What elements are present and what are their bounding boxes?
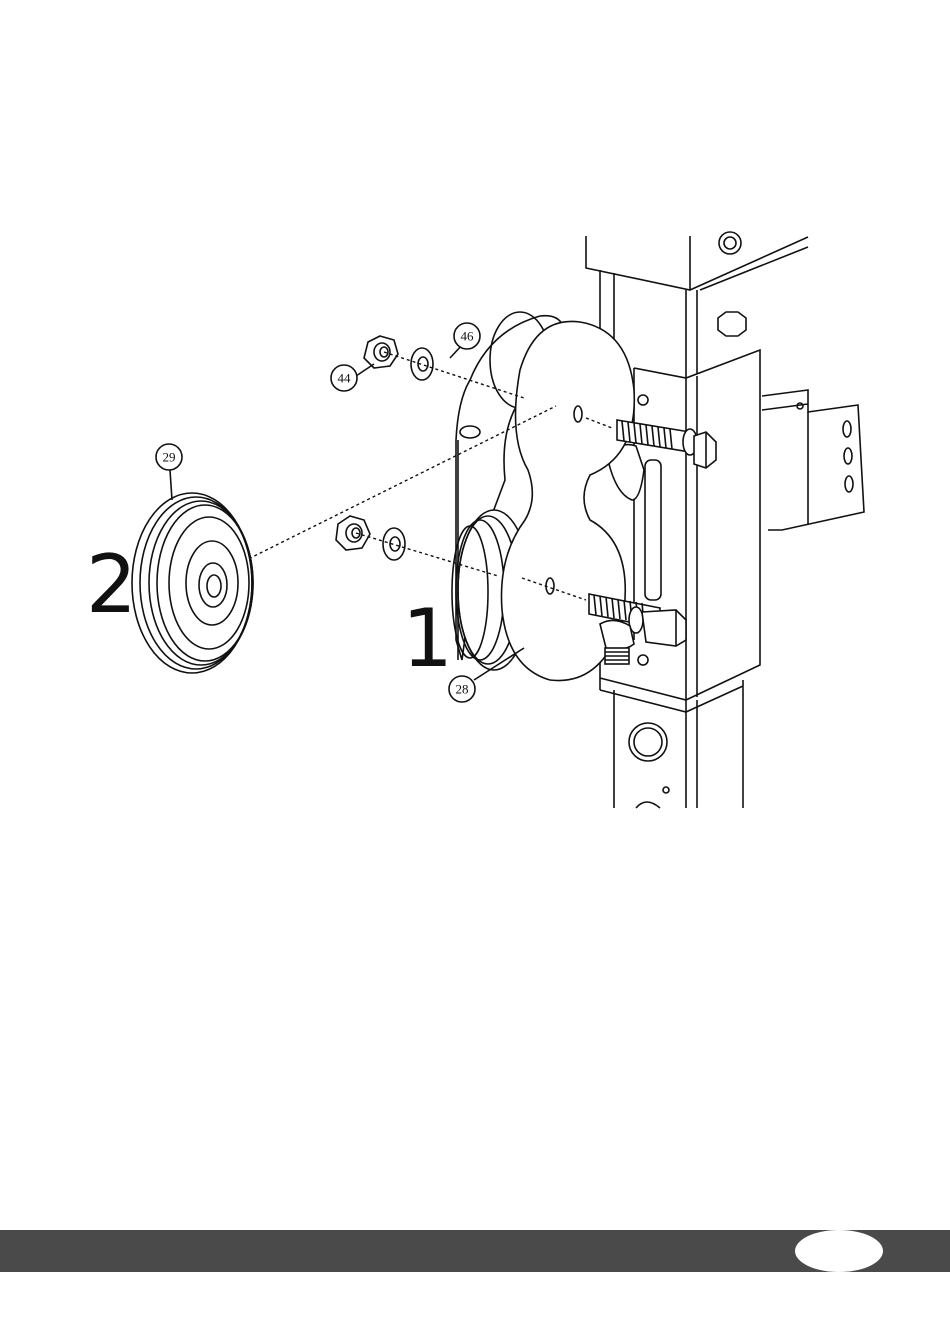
step-number-1: 1 (402, 592, 453, 685)
pulley (132, 493, 253, 673)
upper-nut (364, 336, 398, 368)
callout-part-44: 44 (331, 365, 357, 391)
page-number-oval (795, 1230, 883, 1272)
sleeve-bracket (600, 350, 864, 712)
upper-washer (411, 348, 433, 380)
callout-part-46: 46 (454, 323, 480, 349)
lower-nut (336, 516, 370, 550)
step-number-2: 2 (86, 538, 137, 631)
lower-washer (383, 528, 405, 560)
callout-part-29: 29 (156, 444, 182, 470)
part-number-29: 29 (163, 450, 176, 465)
part-number-44: 44 (338, 371, 352, 386)
part-number-46: 46 (461, 329, 475, 344)
part-number-28: 28 (456, 682, 469, 697)
